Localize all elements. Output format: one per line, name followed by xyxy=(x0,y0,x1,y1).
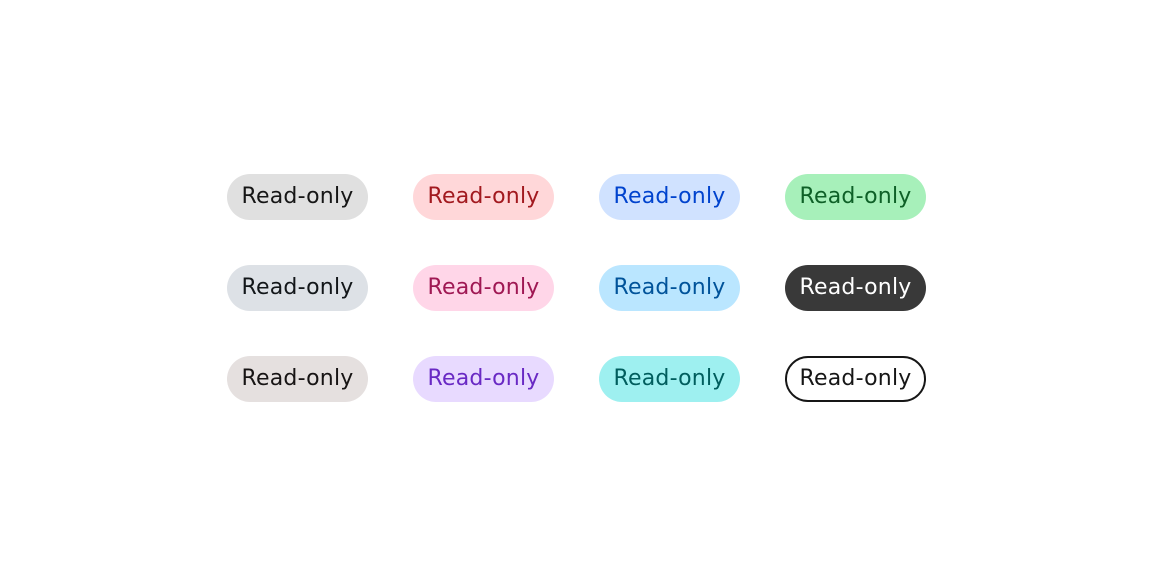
tag-label: Read-only xyxy=(427,184,540,209)
tag-outline: Read-only xyxy=(785,356,926,402)
tag-label: Read-only xyxy=(613,366,726,391)
tag-cool-gray: Read-only xyxy=(227,265,368,311)
tag-grid: Read-only Read-only Read-only Read-only … xyxy=(227,174,926,402)
tag-blue: Read-only xyxy=(599,174,740,220)
tag-cyan: Read-only xyxy=(599,265,740,311)
tag-red: Read-only xyxy=(413,174,554,220)
tag-label: Read-only xyxy=(427,366,540,391)
tag-label: Read-only xyxy=(241,366,354,391)
tag-label: Read-only xyxy=(241,184,354,209)
tag-label: Read-only xyxy=(613,184,726,209)
tag-magenta: Read-only xyxy=(413,265,554,311)
tag-label: Read-only xyxy=(427,275,540,300)
tag-label: Read-only xyxy=(799,366,912,391)
tag-purple: Read-only xyxy=(413,356,554,402)
tag-label: Read-only xyxy=(241,275,354,300)
tag-gray: Read-only xyxy=(227,174,368,220)
tag-label: Read-only xyxy=(799,184,912,209)
tag-green: Read-only xyxy=(785,174,926,220)
tag-high-contrast: Read-only xyxy=(785,265,926,311)
tag-warm-gray: Read-only xyxy=(227,356,368,402)
tag-teal: Read-only xyxy=(599,356,740,402)
tag-label: Read-only xyxy=(799,275,912,300)
tag-label: Read-only xyxy=(613,275,726,300)
